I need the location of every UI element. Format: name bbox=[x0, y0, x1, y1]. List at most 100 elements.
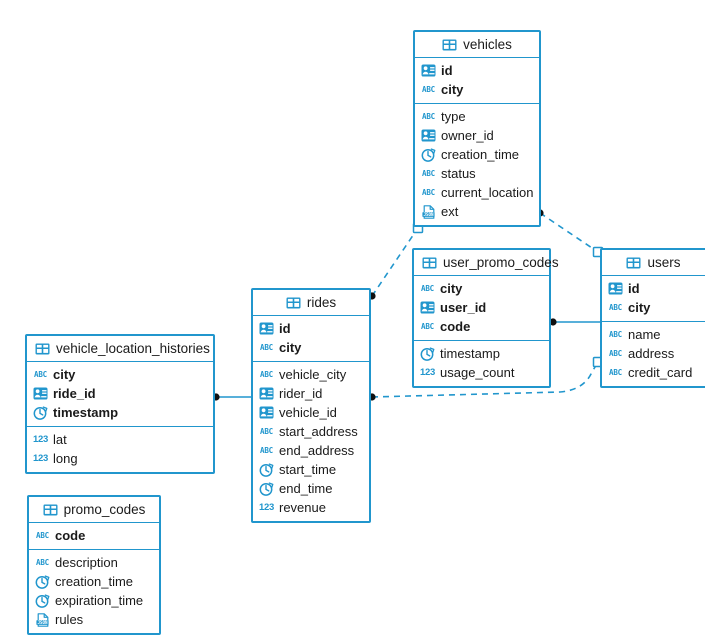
field-label: start_time bbox=[279, 462, 337, 477]
field-label: city bbox=[279, 340, 302, 355]
field-label: user_id bbox=[440, 300, 487, 315]
field-label: start_address bbox=[279, 424, 358, 439]
num-icon: 123 bbox=[259, 501, 274, 513]
table-title: vehicles bbox=[463, 37, 512, 52]
column-field-expiration_time[interactable]: expiration_time bbox=[29, 591, 159, 610]
relationship-user_promo_codes-users bbox=[549, 318, 600, 326]
column-field-description[interactable]: ABC description bbox=[29, 553, 159, 572]
field-label: address bbox=[628, 346, 675, 361]
primary-key-field-user_id[interactable]: user_id bbox=[414, 298, 549, 317]
abc-icon: ABC bbox=[421, 321, 434, 331]
clock-icon bbox=[259, 481, 274, 496]
abc-icon: ABC bbox=[609, 329, 622, 339]
clock-icon bbox=[421, 147, 436, 162]
field-label: end_address bbox=[279, 443, 355, 458]
svg-text:JSON: JSON bbox=[423, 212, 434, 217]
column-field-start_time[interactable]: start_time bbox=[253, 460, 369, 479]
field-label: ext bbox=[441, 204, 459, 219]
table-header-rides[interactable]: rides bbox=[253, 290, 369, 316]
column-field-timestamp[interactable]: timestamp bbox=[414, 344, 549, 363]
primary-key-field-timestamp[interactable]: timestamp bbox=[27, 403, 213, 422]
column-field-vehicle_id[interactable]: vehicle_id bbox=[253, 403, 369, 422]
column-field-vehicle_city[interactable]: ABC vehicle_city bbox=[253, 365, 369, 384]
abc-icon: ABC bbox=[36, 557, 49, 567]
table-icon bbox=[626, 255, 641, 270]
relationship-vehicle_location_histories-rides bbox=[212, 393, 251, 401]
primary-key-field-id[interactable]: id bbox=[415, 61, 539, 80]
column-group: ABC description creation_time expiration_ti… bbox=[29, 550, 159, 633]
abc-icon: ABC bbox=[260, 369, 273, 379]
table-title: users bbox=[647, 255, 681, 270]
column-field-creation_time[interactable]: creation_time bbox=[29, 572, 159, 591]
primary-key-field-id[interactable]: id bbox=[253, 319, 369, 338]
field-label: creation_time bbox=[55, 574, 134, 589]
column-field-ext[interactable]: JSON ext bbox=[415, 202, 539, 221]
column-field-revenue[interactable]: 123 revenue bbox=[253, 498, 369, 517]
column-field-name[interactable]: ABC name bbox=[602, 325, 705, 344]
table-header-vehicle_location_histories[interactable]: vehicle_location_histories bbox=[27, 336, 213, 362]
column-field-creation_time[interactable]: creation_time bbox=[415, 145, 539, 164]
table-header-vehicles[interactable]: vehicles bbox=[415, 32, 539, 58]
field-label: name bbox=[628, 327, 661, 342]
column-field-rider_id[interactable]: rider_id bbox=[253, 384, 369, 403]
id-card-icon bbox=[33, 386, 48, 401]
field-label: vehicle_city bbox=[279, 367, 347, 382]
field-label: credit_card bbox=[628, 365, 693, 380]
field-label: city bbox=[53, 367, 76, 382]
primary-key-field-ride_id[interactable]: ride_id bbox=[27, 384, 213, 403]
column-field-start_address[interactable]: ABC start_address bbox=[253, 422, 369, 441]
field-label: revenue bbox=[279, 500, 326, 515]
id-card-icon bbox=[259, 321, 274, 336]
id-card-icon bbox=[421, 63, 436, 78]
column-field-owner_id[interactable]: owner_id bbox=[415, 126, 539, 145]
primary-key-field-id[interactable]: id bbox=[602, 279, 705, 298]
field-label: current_location bbox=[441, 185, 534, 200]
clock-icon bbox=[35, 574, 50, 589]
id-card-icon bbox=[259, 386, 274, 401]
table-title: rides bbox=[306, 295, 337, 310]
clock-icon bbox=[35, 593, 50, 608]
field-label: lat bbox=[53, 432, 67, 447]
field-label: id bbox=[628, 281, 640, 296]
table-header-users[interactable]: users bbox=[602, 250, 705, 276]
table-icon bbox=[442, 37, 457, 52]
abc-icon: ABC bbox=[260, 426, 273, 436]
clock-icon bbox=[259, 462, 274, 477]
field-label: description bbox=[55, 555, 118, 570]
field-label: timestamp bbox=[53, 405, 119, 420]
json-icon: JSON bbox=[35, 612, 50, 627]
abc-icon: ABC bbox=[422, 84, 435, 94]
column-field-end_time[interactable]: end_time bbox=[253, 479, 369, 498]
table-header-user_promo_codes[interactable]: user_promo_codes bbox=[414, 250, 559, 276]
table-header-promo_codes[interactable]: promo_codes bbox=[29, 497, 159, 523]
